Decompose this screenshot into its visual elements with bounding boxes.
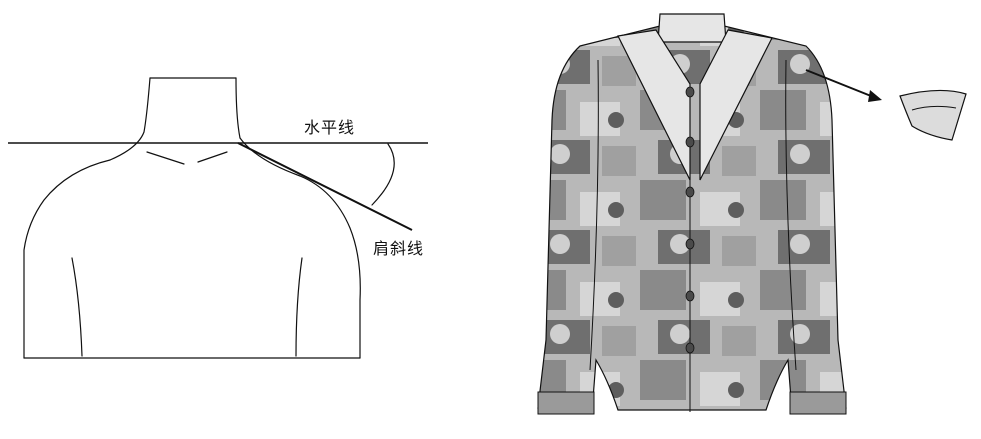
button [685,238,695,250]
torso-outline-figure [8,77,428,359]
button [685,136,695,148]
shoulder-pad-icon [899,89,967,141]
collar-stand [657,13,727,43]
right-cuff [789,391,847,415]
button [685,342,695,354]
collar-right [699,29,773,181]
left-shoulder-contour [23,159,111,359]
neck-right-edge [235,77,241,139]
right-shoulder-contour [239,137,361,359]
button [685,186,695,198]
blouse-body [537,23,847,413]
button [685,290,695,302]
blouse-illustration [520,0,981,435]
shoulder-slope-diagram: 水平线 肩斜线 [0,0,470,435]
button [685,86,695,98]
left-collarbone [146,151,185,165]
buttons [685,86,695,354]
right-collarbone [197,151,228,163]
arrow-to-pad [805,69,882,102]
shoulder-slope-line-label: 肩斜线 [373,239,425,258]
neck-left-edge [109,77,151,161]
horizontal-line-label: 水平线 [304,118,356,137]
right-arm-crease [295,257,303,357]
shoulder-slope-reference-line [237,142,413,231]
slope-angle-arc [371,143,395,206]
left-sleeve-seam [589,59,599,371]
right-sleeve-seam [785,59,797,371]
left-cuff [537,391,595,415]
blouse-figure [537,13,967,415]
left-arm-crease [71,257,83,357]
